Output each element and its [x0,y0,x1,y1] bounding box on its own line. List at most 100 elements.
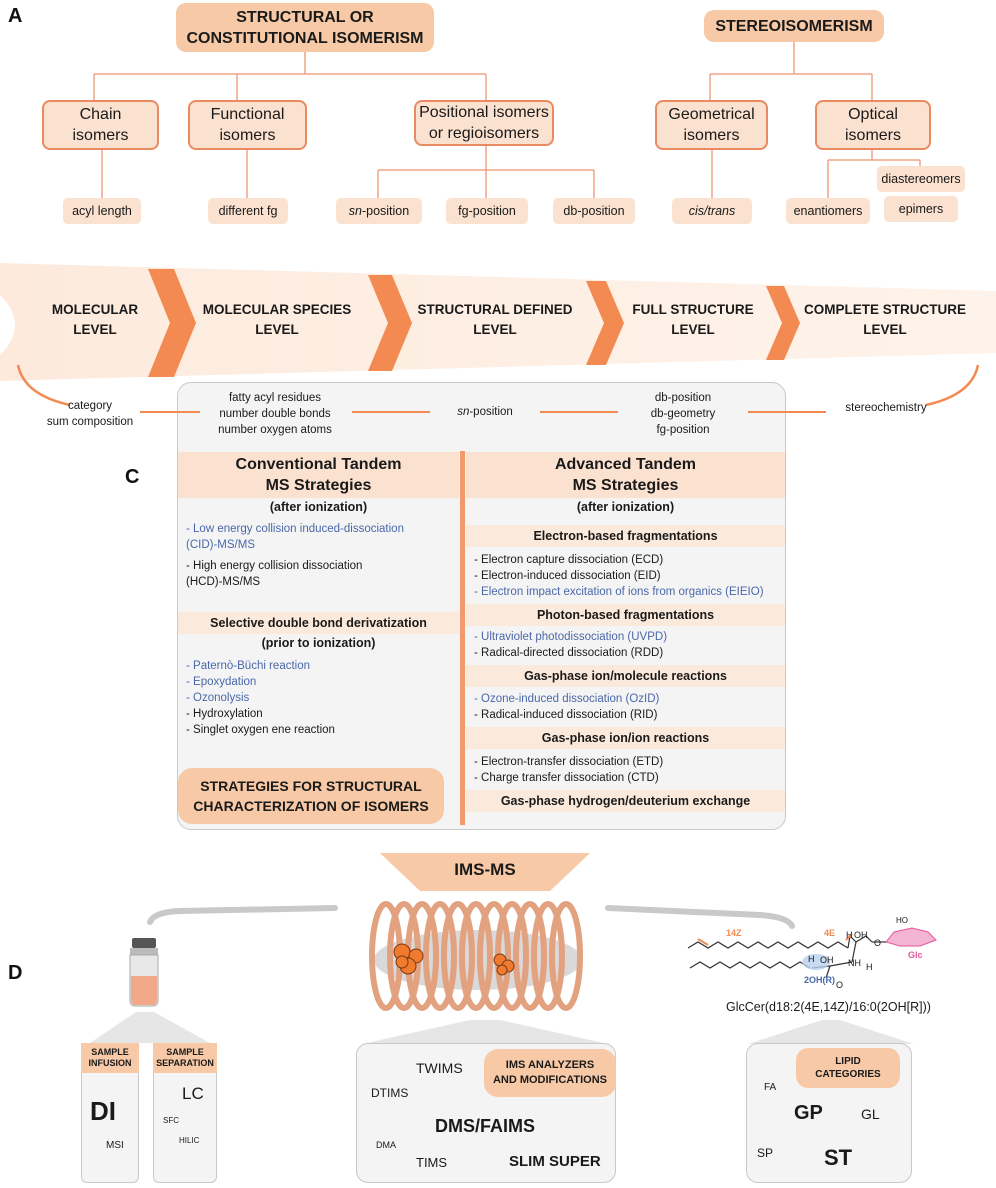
detail-fg-position: fg-position [656,424,710,436]
conventional-title-line1: Conventional Tandem [235,456,402,473]
separation-tag-line2: SEPARATION [156,1058,214,1068]
acyl-length-label: acyl length [72,204,132,218]
detail-stereo-text: stereochemistry [845,402,927,414]
label-dms-faims: DMS/FAIMS [435,1116,536,1136]
detail-stereochemistry: stereochemistry [826,400,946,416]
leaf-different-fg: different fg [208,198,288,224]
label-gp: GP [794,1102,823,1124]
infusion-tag-line1: SAMPLE [91,1047,129,1057]
strategies-line1: STRATEGIES FOR STRUCTURAL [200,778,422,794]
advanced-header: Advanced Tandem MS Strategies [466,452,785,498]
detail-sn-position: sn-position [430,404,540,420]
label-st: ST [824,1145,853,1170]
leaf-acyl-length: acyl length [63,198,141,224]
hcd-line2: (HCD)-MS/MS [186,576,261,588]
label-o-glycosidic: O [874,938,882,948]
sn-italic: sn [348,204,362,218]
detail-db-geometry: db-geometry [650,408,716,420]
section-hdx-title: Gas-phase hydrogen/deuterium exchange [500,794,751,808]
section-photon: Photon-based fragmentations [466,604,785,626]
label-ho-glc: HO [896,916,908,925]
leaf-cis-trans: cis/trans [672,198,752,224]
epimers-label: epimers [898,202,944,216]
label-msi: MSI [106,1140,124,1151]
level-2-line2: LEVEL [255,322,299,337]
detail-oxygen: number oxygen atoms [218,424,332,436]
label-h-bottom: H [866,962,873,972]
structural-isomerism-header: STRUCTURAL OR CONSTITUTIONAL ISOMERISM [176,3,434,52]
enantiomers-label: enantiomers [793,204,863,218]
label-oh-top: OH [854,930,868,940]
positional-isomers-node: Positional isomers or regioisomers [414,100,554,146]
label-slim-super: SLIM SUPER [509,1153,601,1170]
label-fa: FA [764,1082,777,1093]
db-position-label: db-position [563,204,625,218]
advanced-title-line1: Advanced Tandem [554,456,697,473]
label-twims: TWIMS [416,1060,463,1076]
section-electron-title: Electron-based fragmentations [533,529,718,543]
section-ion-ion: Gas-phase ion/ion reactions [466,727,785,749]
conventional-title-line2: MS Strategies [265,477,372,494]
functional-isomers-node: Functional isomers [188,100,307,150]
detail-molecular: category sum composition [30,398,150,430]
separation-tag-line1: SAMPLE [166,1047,204,1057]
item-paterno-buchi: - Paternò-Büchi reaction [186,660,311,672]
cid-line1: - Low energy collision induced-dissociat… [186,523,404,535]
label-tims: TIMS [416,1155,448,1170]
leaf-enantiomers: enantiomers [786,198,870,224]
ims-coil-icon [369,901,583,1011]
item-eieio: - Electron impact excitation of ions fro… [474,586,764,598]
geometrical-line1: Geometrical [668,106,755,123]
leaf-db-position: db-position [553,198,635,224]
label-oh-amide: OH [820,955,834,965]
cid-line2: (CID)-MS/MS [186,539,255,551]
geometrical-isomers-node: Geometrical isomers [655,100,768,150]
chain-line1: Chain [79,106,122,123]
item-low-energy-cid: - Low energy collision induced-dissociat… [186,521,404,553]
derivatization-title-text: Selective double bond derivatization [210,616,427,630]
item-ctd: - Charge transfer dissociation (CTD) [474,772,659,784]
molecule-funnel [748,1020,914,1044]
column-divider [460,451,465,825]
optical-isomers-node: Optical isomers [815,100,931,150]
item-etd: - Electron-transfer dissociation (ETD) [474,756,664,768]
item-eid: - Electron-induced dissociation (EID) [474,570,661,582]
level-3-line2: LEVEL [473,322,517,337]
ims-ms-label: IMS-MS [454,860,516,879]
label-h-amide: H [808,954,815,964]
infusion-tag-line2: INFUSION [88,1058,132,1068]
functional-line1: Functional [210,106,285,123]
item-uvpd: - Ultraviolet photodissociation (UVPD) [474,631,668,643]
label-14z: 14Z [726,928,742,938]
detail-category: category [67,400,113,412]
level-5-line2: LEVEL [863,322,907,337]
conventional-subtitle: (after ionization) [269,500,368,514]
sample-vial-icon [129,938,159,1007]
strategies-line2: CHARACTERIZATION OF ISOMERS [193,798,429,814]
structural-title-line2: CONSTITUTIONAL ISOMERISM [186,29,424,47]
label-lc: LC [182,1084,204,1103]
optical-line2: isomers [844,127,901,144]
advanced-subtitle: (after ionization) [576,500,675,514]
ims-tag-line1: IMS ANALYZERS [505,1059,595,1071]
positional-line2: or regioisomers [428,125,540,142]
hcd-line1: - High energy collision dissociation [186,560,363,572]
section-hdx: Gas-phase hydrogen/deuterium exchange [466,790,785,812]
detail-sum-composition: sum composition [46,416,134,428]
level-1-line2: LEVEL [73,322,117,337]
level-3-line1: STRUCTURAL DEFINED [417,302,573,317]
panel-letter-c: C [125,466,140,488]
ims-ms-funnel [380,853,590,891]
tree-connectors [93,42,921,198]
label-di: DI [90,1096,116,1126]
section-ion-molecule: Gas-phase ion/molecule reactions [466,665,785,687]
item-hydroxylation: - Hydroxylation [186,708,263,720]
label-o-carbonyl: O [836,980,844,990]
functional-line2: isomers [219,127,276,144]
leaf-sn-position: sn-position [336,198,422,224]
